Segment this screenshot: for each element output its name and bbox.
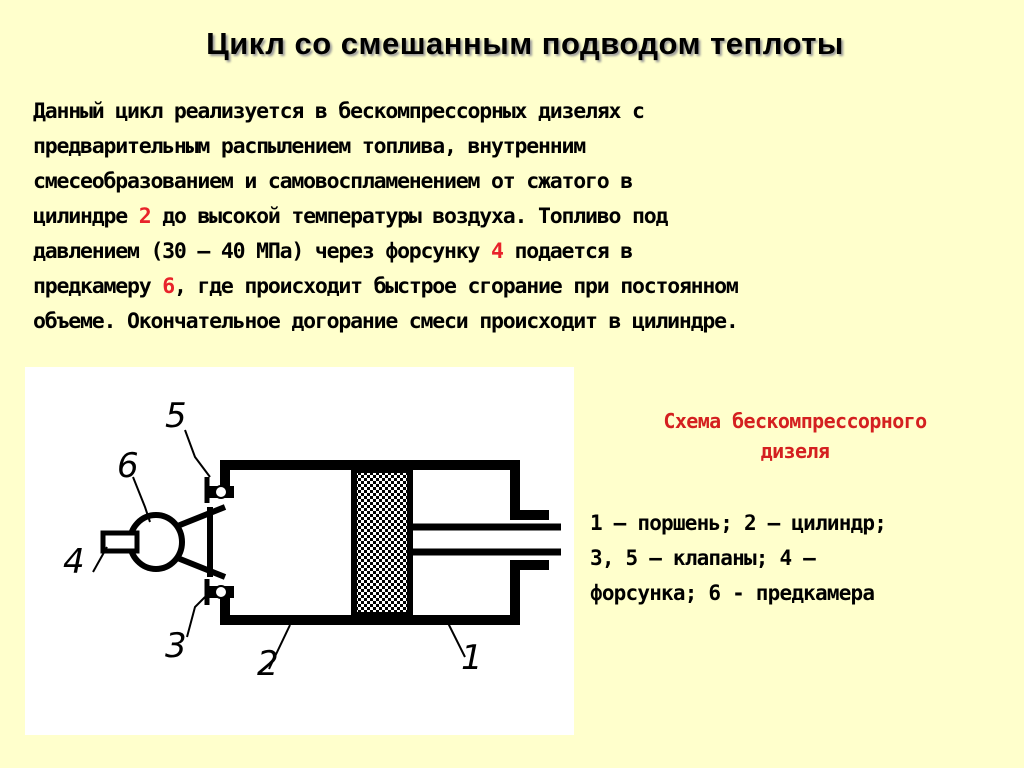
diagram-legend: 1 – поршень; 2 – цилиндр; 3, 5 – клапаны… [590,506,1010,611]
diesel-diagram: 5 6 4 3 2 1 [25,367,574,735]
text-span: давлением (30 – 40 МПа) через форсунку [33,239,492,264]
paragraph-line: предкамеру 6, где происходит быстрое сго… [33,269,1008,304]
prechamber-number: 6 [162,274,175,299]
label-6: 6 [117,446,139,486]
paragraph-line: смесеобразованием и самовоспламенением о… [33,169,633,194]
text-span: подается в [502,239,634,264]
label-2: 2 [257,644,279,684]
legend-line: форсунка; 6 - предкамера [590,581,875,605]
piston-rod [410,523,561,556]
paragraph-line: цилиндре 2 до высокой температуры воздух… [33,199,1008,234]
label-1: 1 [461,638,483,678]
leader-lines [92,429,466,670]
label-4: 4 [63,542,85,582]
text-span: до высокой температуры воздуха. Топливо … [150,204,668,229]
paragraph-line: объеме. Окончательное догорание смеси пр… [33,309,739,334]
text-span: цилиндре [33,204,139,229]
label-3: 3 [165,626,187,666]
caption-line: Схема бескомпрессорного [663,409,927,433]
cylinder [220,460,549,625]
legend-line: 3, 5 – клапаны; 4 – [590,546,816,570]
text-span: предкамеру [33,274,163,299]
injector [100,530,140,554]
legend-line: 1 – поршень; 2 – цилиндр; [590,511,887,535]
label-5: 5 [165,396,187,436]
cylinder-number: 2 [138,204,152,229]
diesel-schematic: 5 6 4 3 2 1 [63,396,561,684]
text-span: , где происходит быстрое сгорание при по… [173,274,739,299]
paragraph-line: предварительным распылением топлива, вну… [33,134,586,159]
slide-title: Цикл со смешанным подводом теплоты [206,26,844,61]
piston [351,467,413,618]
description-paragraph: Данный цикл реализуется в бескомпрессорн… [33,94,1008,339]
valve-3 [204,579,234,605]
diagram-caption: Схема бескомпрессорного дизеля [590,406,1000,466]
injector-number: 4 [491,239,504,264]
caption-line: дизеля [760,439,830,463]
prechamber-channel [173,504,227,580]
paragraph-line: Данный цикл реализуется в бескомпрессорн… [33,99,645,124]
valve-5 [204,477,234,503]
paragraph-line: давлением (30 – 40 МПа) через форсунку 4… [33,234,1008,269]
